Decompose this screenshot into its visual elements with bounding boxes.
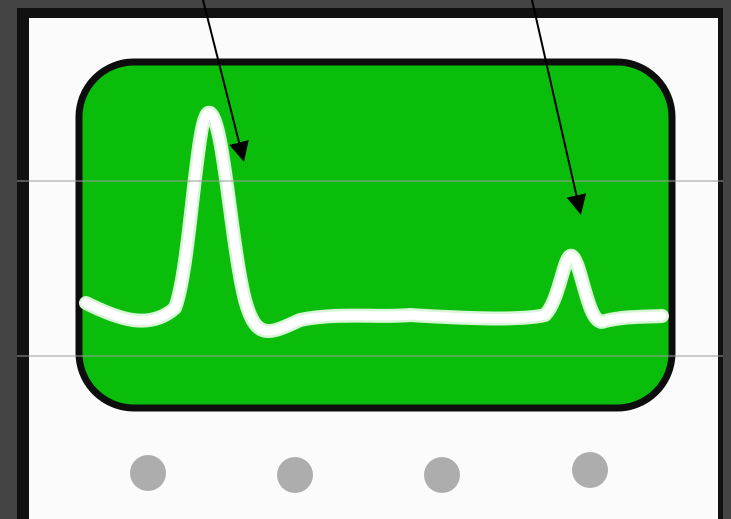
knob-1-circle-knob-icon[interactable]: [130, 455, 166, 491]
knob-3-circle-knob-icon[interactable]: [424, 457, 460, 493]
knob-2-circle-knob-icon[interactable]: [277, 457, 313, 493]
knob-4-circle-knob-icon[interactable]: [572, 452, 608, 488]
